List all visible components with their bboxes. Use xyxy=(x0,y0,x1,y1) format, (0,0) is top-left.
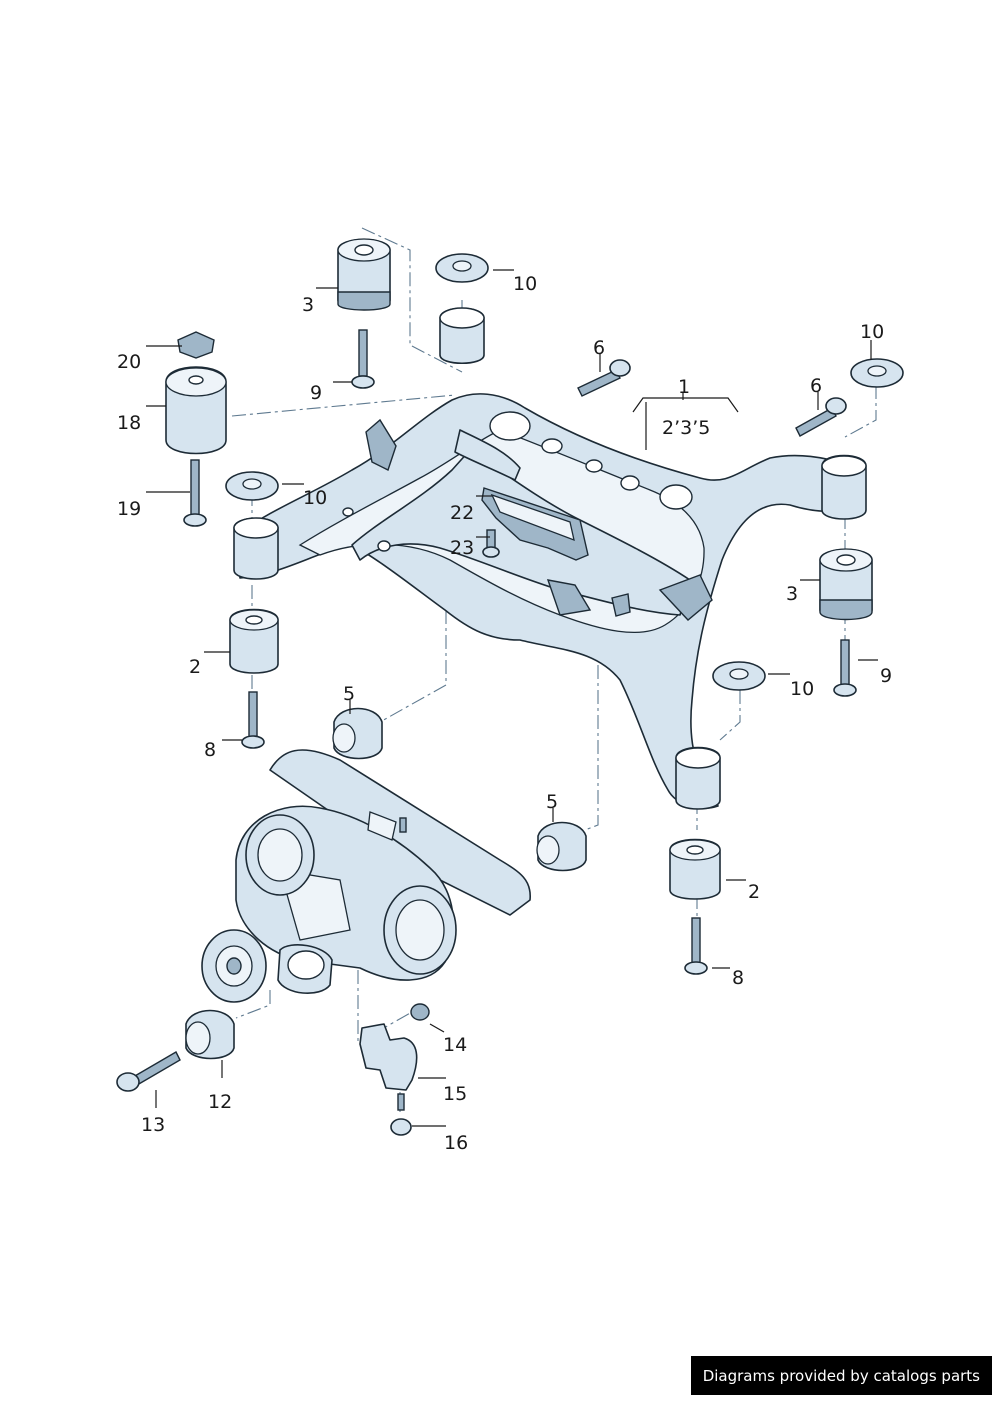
damper-discs xyxy=(225,253,904,691)
callout-23: 23 xyxy=(450,537,474,559)
differential-bushings xyxy=(332,707,587,872)
leader-lines xyxy=(146,269,878,1127)
bolts-upper xyxy=(482,359,847,558)
callout-14: 14 xyxy=(443,1034,467,1056)
callout-1: 1 xyxy=(678,376,690,398)
callout-15: 15 xyxy=(443,1083,467,1105)
callout-8-right: 8 xyxy=(732,967,744,989)
callout-22: 22 xyxy=(450,502,474,524)
callout-16: 16 xyxy=(444,1132,468,1154)
callout-10-lower-right: 10 xyxy=(790,678,814,700)
rubber-mounts xyxy=(229,238,873,900)
rear-differential xyxy=(201,749,531,1003)
subframe-mount-tubes xyxy=(233,307,867,810)
front-diff-bushing xyxy=(116,1009,235,1092)
callout-10-left: 10 xyxy=(303,487,327,509)
small-bracket-group xyxy=(359,1003,430,1136)
heat-shield-bracket xyxy=(481,487,589,561)
callout-labels: 1 2’3’5 3 3 10 10 10 10 20 18 19 9 9 6 6… xyxy=(117,273,892,1154)
callout-5-left: 5 xyxy=(343,683,355,705)
callout-19: 19 xyxy=(117,498,141,520)
callout-2-left: 2 xyxy=(189,656,201,678)
callout-6-left: 6 xyxy=(593,337,605,359)
callout-18: 18 xyxy=(117,412,141,434)
callout-12: 12 xyxy=(208,1091,232,1113)
rear-subframe xyxy=(235,393,865,809)
callout-10-top: 10 xyxy=(513,273,537,295)
callout-8-left: 8 xyxy=(204,739,216,761)
credit-banner: Diagrams provided by catalogs parts xyxy=(690,1356,992,1395)
callout-6-right: 6 xyxy=(810,375,822,397)
callout-2-right: 2 xyxy=(748,881,760,903)
callout-2-3-5: 2’3’5 xyxy=(662,417,710,439)
differential-mount-block xyxy=(165,331,227,455)
callout-9-right: 9 xyxy=(880,665,892,687)
callout-13: 13 xyxy=(141,1114,165,1136)
callout-5-right: 5 xyxy=(546,791,558,813)
callout-3-left: 3 xyxy=(302,294,314,316)
callout-9-left: 9 xyxy=(310,382,322,404)
callout-20: 20 xyxy=(117,351,141,373)
callout-10-upper-right: 10 xyxy=(860,321,884,343)
callout-3-right: 3 xyxy=(786,583,798,605)
